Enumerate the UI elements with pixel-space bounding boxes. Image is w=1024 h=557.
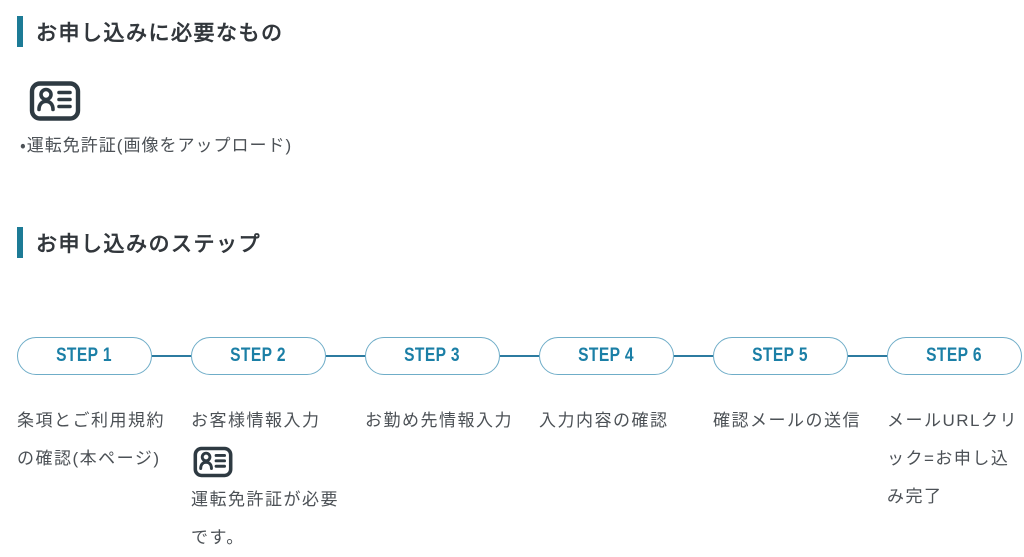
- step-column-1: STEP 1 条項とご利用規約の確認(本ページ): [17, 337, 191, 557]
- step-5-label: STEP 5: [752, 345, 809, 366]
- id-card-icon: [29, 79, 1024, 123]
- id-card-icon: [193, 445, 365, 479]
- step-6-pill: STEP 6: [887, 337, 1022, 375]
- step-4-description: 入力内容の確認: [539, 411, 669, 430]
- steps-heading: お申し込みのステップ: [36, 232, 261, 256]
- step-2-description: お客様情報入力: [191, 411, 321, 430]
- steps-flow: STEP 1 条項とご利用規約の確認(本ページ) STEP 2 お客様情報入力: [17, 337, 1024, 557]
- step-4-label: STEP 4: [578, 345, 635, 366]
- step-2-pill: STEP 2: [191, 337, 326, 375]
- step-5-pill: STEP 5: [713, 337, 848, 375]
- step-2-label: STEP 2: [230, 345, 287, 366]
- heading-accent-bar: [17, 16, 23, 47]
- step-4-pill: STEP 4: [539, 337, 674, 375]
- step-1-label: STEP 1: [56, 345, 113, 366]
- heading-accent-bar: [17, 227, 23, 258]
- step-column-4: STEP 4 入力内容の確認: [539, 337, 713, 557]
- step-2-note: 運転免許証が必要です。: [191, 490, 339, 547]
- requirement-item: ・運転免許証(画像をアップロード): [20, 136, 293, 155]
- steps-section-heading: お申し込みのステップ: [17, 227, 1024, 258]
- step-1-description: 条項とご利用規約の確認(本ページ): [17, 411, 165, 468]
- step-column-5: STEP 5 確認メールの送信: [713, 337, 887, 557]
- requirements-section: お申し込みに必要なもの ・運転免許証(画像をアップロード): [17, 16, 1024, 156]
- step-3-label: STEP 3: [404, 345, 461, 366]
- step-column-2: STEP 2 お客様情報入力 運転免許証が必要です。: [191, 337, 365, 557]
- requirements-heading: お申し込みに必要なもの: [36, 21, 284, 45]
- requirements-section-heading: お申し込みに必要なもの: [17, 16, 1024, 47]
- step-3-description: お勤め先情報入力: [365, 411, 513, 430]
- steps-section: お申し込みのステップ STEP 1 条項とご利用規約の確認(本ページ) STEP…: [17, 227, 1024, 557]
- step-5-description: 確認メールの送信: [713, 411, 861, 430]
- step-column-3: STEP 3 お勤め先情報入力: [365, 337, 539, 557]
- step-6-label: STEP 6: [926, 345, 983, 366]
- step-column-6: STEP 6 メールURLクリック=お申し込み完了: [887, 337, 1023, 557]
- step-1-pill: STEP 1: [17, 337, 152, 375]
- step-6-description: メールURLクリック=お申し込み完了: [887, 411, 1019, 506]
- step-3-pill: STEP 3: [365, 337, 500, 375]
